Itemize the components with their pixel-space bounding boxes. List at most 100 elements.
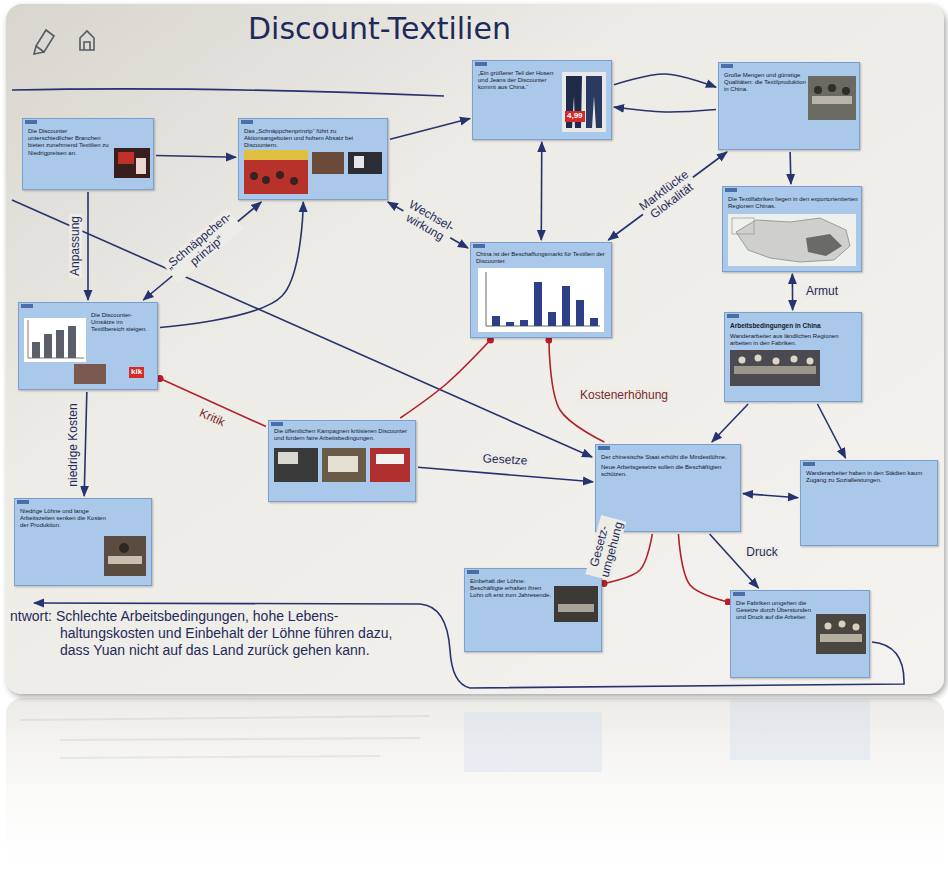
card-tab xyxy=(803,462,815,466)
photo-store xyxy=(114,148,150,178)
arrow-connector xyxy=(712,404,748,442)
connector-label: „Schnäppchen- prinzip“ xyxy=(162,208,244,283)
text-card: „Ein größerer Teil der Hosen und Jeans d… xyxy=(472,60,612,140)
card-text: Das „Schnäppchenprinzip“ führt zu Aktion… xyxy=(244,128,384,150)
photo-crowd xyxy=(354,156,364,168)
text-card: Die Discounter unterschiedlicher Branche… xyxy=(22,118,154,190)
card-tab xyxy=(721,64,733,68)
photo-workers xyxy=(739,355,814,365)
card-text: Der chinesische Staat erhöht die Mindest… xyxy=(601,454,737,461)
photo-workers xyxy=(730,350,820,386)
card-tab xyxy=(727,314,739,318)
photo-protest xyxy=(328,456,358,472)
reflection xyxy=(20,716,430,758)
arrow-connector xyxy=(710,534,759,588)
bar-chart xyxy=(492,282,598,326)
arrow-connector xyxy=(156,156,236,158)
contradiction-line xyxy=(400,340,490,418)
arrow-connector xyxy=(390,119,470,140)
card-text: Einbehalt der Löhne: Beschäftigte erhalt… xyxy=(470,578,554,600)
photo-factory xyxy=(820,634,862,642)
map-china xyxy=(728,214,856,266)
photo-factory xyxy=(825,621,860,631)
card-tab xyxy=(467,570,479,574)
photo-jeans xyxy=(586,76,602,128)
photo-workers xyxy=(730,350,820,386)
photo-factory xyxy=(814,84,850,95)
reflection xyxy=(730,700,870,760)
photo-protest xyxy=(278,452,298,464)
connector-label: Druck xyxy=(744,546,779,559)
bar-chart xyxy=(24,318,106,384)
text-card: Die Discounter-Umsätze im Textilbereich … xyxy=(18,302,158,390)
bar-chart xyxy=(478,268,604,332)
bar-chart xyxy=(486,272,600,326)
photo-factory xyxy=(842,87,850,95)
card-tab xyxy=(21,304,33,308)
photo-crowd xyxy=(250,172,258,180)
answer-note: ntwort: Schlechte Arbeitsbedingungen, ho… xyxy=(6,608,416,659)
card-text: Die öffentlichen Kampagnen kritisieren D… xyxy=(274,428,412,442)
card-heading: Arbeitsbedingungen in China xyxy=(730,322,860,330)
connector-label: Gesetz- umgehung xyxy=(585,515,626,580)
reflection xyxy=(464,712,602,772)
photo-crowd xyxy=(290,177,298,185)
photo-factory xyxy=(808,76,856,120)
arrow-connector xyxy=(792,274,794,310)
pencil-icon xyxy=(80,31,94,50)
card-text: Große Mengen und günstige Qualitäten: di… xyxy=(724,72,810,94)
photo-jeans xyxy=(562,72,606,132)
contradiction-line xyxy=(678,534,728,602)
arrow-connector xyxy=(87,192,89,300)
photo-factory xyxy=(839,621,846,628)
photo-crowd xyxy=(250,171,298,185)
connector-label: Wechsel- wirkung xyxy=(398,197,458,247)
photo-factory xyxy=(558,604,594,612)
bar-chart xyxy=(68,326,76,358)
bar-chart xyxy=(74,364,106,384)
photo-factory xyxy=(554,586,866,654)
arrow-connector xyxy=(540,142,542,240)
card-tab xyxy=(17,500,29,504)
arrow-connector xyxy=(614,74,716,87)
photo-factory xyxy=(808,76,856,120)
photo-jeans xyxy=(562,72,606,132)
card-tab xyxy=(598,446,610,450)
bar-chart xyxy=(56,330,64,358)
bar-chart xyxy=(24,318,86,362)
text-card: Die Fabriken umgehen die Gesetze durch Ü… xyxy=(730,590,870,678)
map-china xyxy=(736,218,850,262)
card-tab xyxy=(473,244,485,248)
bar-chart xyxy=(44,334,52,358)
bar-chart xyxy=(590,318,598,326)
bar-chart xyxy=(28,320,84,358)
photo-sewing xyxy=(104,536,146,576)
poster-title: Discount-Textilien xyxy=(248,12,511,45)
bar-chart xyxy=(506,322,514,326)
bar-chart xyxy=(32,326,76,358)
photo-store xyxy=(114,148,150,178)
arrow-connector xyxy=(160,202,303,327)
bar-chart xyxy=(548,312,556,326)
text-card: China ist der Beschaffungsmarkt für Text… xyxy=(470,242,612,338)
card-text: Die Textilfabriken liegen in den exporto… xyxy=(728,196,858,210)
photo-workers xyxy=(807,358,814,365)
card-tab xyxy=(241,120,253,124)
connector-label: Anpassung xyxy=(69,214,82,278)
bar-chart xyxy=(562,286,570,326)
photo-factory xyxy=(814,86,822,94)
text-card: Arbeitsbedingungen in ChinaWanderarbeite… xyxy=(724,312,862,402)
photo-crowd xyxy=(348,152,382,174)
card-text: Die Discounter unterschiedlicher Branche… xyxy=(28,128,110,157)
picture-tag: 4,99 xyxy=(565,111,585,122)
photo-crowd xyxy=(312,152,344,174)
picture-tag: kik xyxy=(129,367,144,378)
arrow-connector xyxy=(143,202,261,300)
photo-factory xyxy=(816,614,866,654)
card-tab xyxy=(725,188,737,192)
photo-sewing xyxy=(108,556,142,564)
card-text: Wanderarbeiter haben in den Städten kaum… xyxy=(806,470,934,484)
arrow-connector xyxy=(84,392,87,496)
